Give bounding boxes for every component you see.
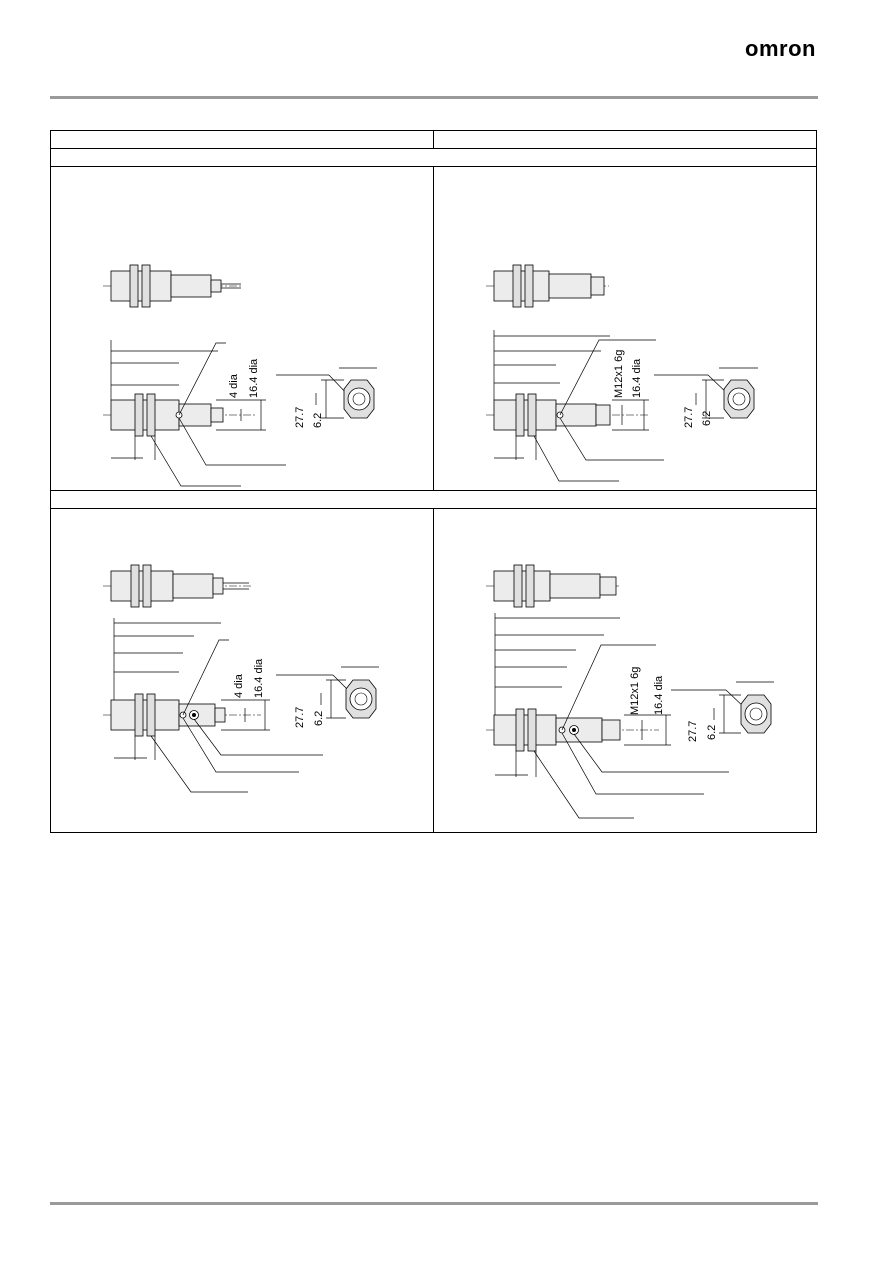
inner-label-1: 6.2 xyxy=(312,413,324,428)
table-rule-3 xyxy=(51,490,816,491)
nut-across-label-3: 27.7 xyxy=(294,707,306,728)
hole-dia-label-1: 4 dia xyxy=(228,373,240,398)
nut-across-label-2: 27.7 xyxy=(683,407,695,428)
table-divider-bottom xyxy=(433,508,434,832)
body-dia-label-2: 16.4 dia xyxy=(631,358,643,398)
body-dia-label-3: 16.4 dia xyxy=(253,658,265,698)
sensor-drawing-cable-led: 4 dia 16.4 dia 27.7 6.2 xyxy=(103,564,379,793)
footer-rule xyxy=(50,1202,818,1205)
inner-label-2: 6.2 xyxy=(701,411,713,426)
drawing-cell-cable-standard: 4 dia 16.4 dia 27.7 6.2 xyxy=(51,168,433,490)
sensor-drawing-connector-led: M12x1 6g 16.4 dia 27.7 6.2 xyxy=(486,564,774,819)
inner-label-4: 6.2 xyxy=(706,725,718,740)
nut-across-label-4: 27.7 xyxy=(687,721,699,742)
drawing-cell-connector-led: M12x1 6g 16.4 dia 27.7 6.2 xyxy=(434,510,816,832)
table-divider-top xyxy=(433,131,434,148)
drawing-cell-connector-standard: M12x1 6g 16.4 dia 27.7 6.2 xyxy=(434,168,816,490)
sensor-drawing-connector-standard: M12x1 6g 16.4 dia 27.7 6.2 xyxy=(486,264,758,482)
omron-logo: omron xyxy=(745,36,816,61)
body-dia-label-4: 16.4 dia xyxy=(653,675,665,715)
sensor-drawing-cable-standard: 4 dia 16.4 dia 27.7 6.2 xyxy=(103,264,377,487)
inner-label-3: 6.2 xyxy=(313,711,325,726)
body-dia-label-1: 16.4 dia xyxy=(248,358,260,398)
table-divider-mid xyxy=(433,166,434,490)
table-rule-1 xyxy=(51,148,816,149)
dimensions-table: 4 dia 16.4 dia 27.7 6.2 xyxy=(50,130,817,833)
thread-label-2: M12x1 6g xyxy=(613,350,625,398)
hole-dia-label-3: 4 dia xyxy=(233,673,245,698)
drawing-cell-cable-led: 4 dia 16.4 dia 27.7 6.2 xyxy=(51,510,433,832)
nut-across-label-1: 27.7 xyxy=(294,407,306,428)
header-rule xyxy=(50,96,818,99)
thread-label-4: M12x1 6g xyxy=(629,667,641,715)
